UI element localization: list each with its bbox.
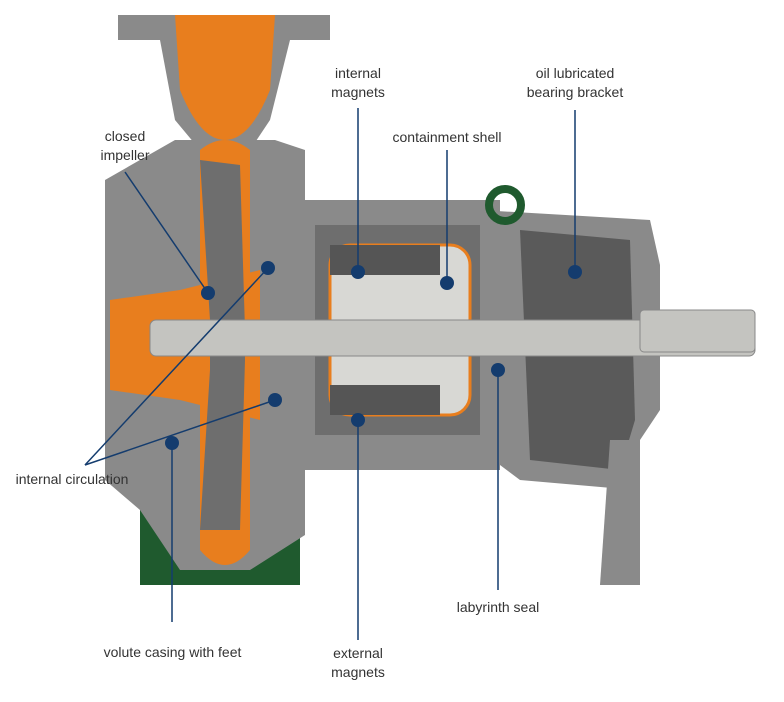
label-line: magnets <box>331 84 385 100</box>
label-line: magnets <box>331 664 385 680</box>
label-line: closed <box>104 128 146 144</box>
internal-magnets-top <box>330 245 440 275</box>
shaft-end <box>639 309 756 353</box>
marker-labyrinth-seal <box>491 363 505 377</box>
marker-internal-magnets <box>351 265 365 279</box>
support-leg <box>600 440 640 585</box>
marker-external-magnets <box>351 413 365 427</box>
label-labyrinth-seal: labyrinth seal <box>456 599 540 615</box>
eye-bolt <box>485 185 525 225</box>
discharge-fluid <box>175 15 275 140</box>
label-line: external <box>333 645 383 661</box>
label-line: internal <box>335 65 381 81</box>
label-closed-impeller: closed impeller <box>90 127 160 165</box>
label-line: bearing bracket <box>526 84 624 100</box>
markers <box>165 261 582 450</box>
marker-internal-circulation-2 <box>268 393 282 407</box>
label-internal-circulation: internal circulation <box>15 471 129 487</box>
label-external-magnets: external magnets <box>318 644 398 682</box>
marker-containment-shell <box>440 276 454 290</box>
label-bearing-bracket: oil lubricated bearing bracket <box>520 64 630 102</box>
internal-magnets-bottom <box>330 385 440 415</box>
marker-bearing-bracket <box>568 265 582 279</box>
label-containment-shell: containment shell <box>392 129 502 145</box>
marker-closed-impeller <box>201 286 215 300</box>
label-line: oil lubricated <box>535 65 615 81</box>
label-line: impeller <box>100 147 150 163</box>
leader-lines <box>84 108 576 640</box>
label-volute-casing: volute casing with feet <box>103 644 242 660</box>
label-internal-magnets: internal magnets <box>318 64 398 102</box>
marker-internal-circulation-1 <box>261 261 275 275</box>
marker-volute-casing <box>165 436 179 450</box>
